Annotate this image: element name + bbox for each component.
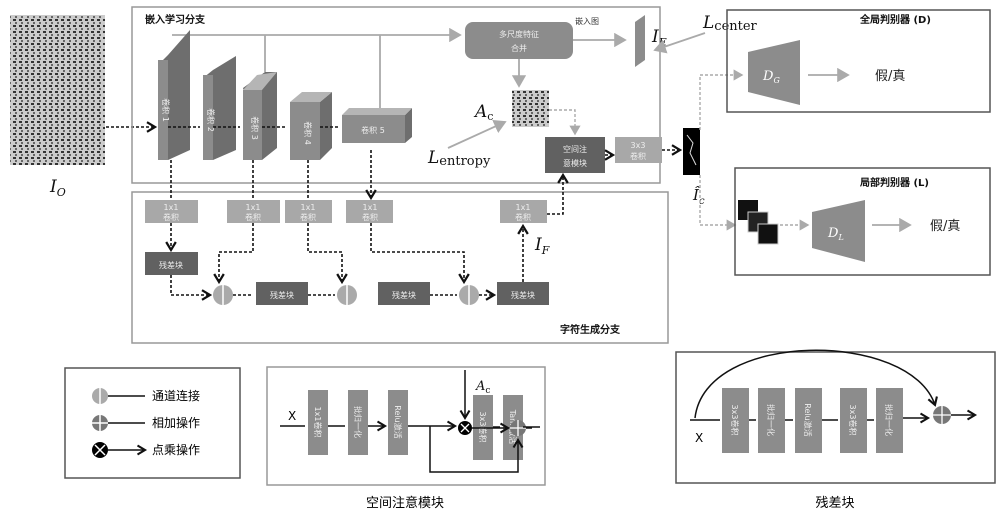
global-d-result: 假/真 — [875, 69, 905, 84]
svg-text:1x1: 1x1 — [363, 203, 378, 212]
resblock-caption: 残差块 — [815, 496, 854, 511]
embed-branch-frame — [131, 6, 661, 184]
svg-text:卷积: 卷积 — [245, 212, 261, 222]
svg-text:残差块: 残差块 — [511, 290, 535, 300]
svg-text:残差块: 残差块 — [159, 260, 183, 270]
global-discriminator-net — [748, 40, 800, 105]
concat-nodes — [213, 285, 479, 305]
svg-text:1x1: 1x1 — [516, 203, 531, 212]
legend — [64, 367, 241, 479]
ie-label: IE — [651, 27, 667, 49]
local-discriminator-frame — [734, 167, 991, 276]
char-branch-frame — [131, 191, 669, 344]
if-label: IF — [534, 235, 550, 257]
conv1x1-blocks: 1x1卷积 1x1卷积 1x1卷积 1x1卷积 1x1卷积 — [145, 200, 547, 223]
svg-text:X: X — [695, 431, 703, 445]
local-d-title: 局部判别器 (L) — [859, 176, 929, 189]
svg-text:卷积: 卷积 — [515, 212, 531, 222]
svg-text:1x1: 1x1 — [246, 203, 261, 212]
svg-text:卷积 4: 卷积 4 — [303, 121, 313, 145]
resblock-blocks: 3x3卷积 批归一化 Relu激活 3x3卷积 批归一化 — [722, 388, 903, 453]
output-label: Îc — [692, 186, 705, 207]
svg-text:Relu激活: Relu激活 — [803, 403, 813, 436]
svg-text:3x3卷积: 3x3卷积 — [478, 412, 488, 443]
global-d-title: 全局判别器 (D) — [859, 13, 931, 26]
svg-text:1x1卷积: 1x1卷积 — [313, 407, 323, 438]
svg-text:1x1: 1x1 — [164, 203, 179, 212]
output-image — [683, 128, 700, 175]
input-image — [10, 15, 105, 165]
l-center-label: Lcenter — [702, 13, 758, 34]
svg-text:批归一化: 批归一化 — [766, 404, 776, 436]
spatial-attention-block — [545, 137, 605, 173]
residual-blocks: 残差块 残差块 残差块 残差块 — [145, 252, 549, 305]
conv-blocks: 卷积 1 卷积 2 卷积 3 卷积 4 卷积 5 — [158, 30, 412, 160]
embed-map-plane — [635, 15, 645, 67]
svg-text:多尺度特征: 多尺度特征 — [499, 29, 539, 39]
multi-scale-merge — [465, 22, 573, 59]
local-d-result: 假/真 — [930, 219, 960, 234]
svg-text:卷积: 卷积 — [300, 212, 316, 222]
svg-text:卷积 5: 卷积 5 — [361, 125, 385, 135]
svg-text:1x1: 1x1 — [301, 203, 316, 212]
sam-blocks: 1x1卷积 批归一化 Relu激活 3x3卷积 Tanh激活 — [308, 390, 523, 460]
svg-text:卷积 2: 卷积 2 — [206, 108, 216, 132]
embed-branch-title: 嵌入学习分支 — [145, 13, 206, 26]
svg-text:DG: DG — [762, 69, 780, 85]
svg-text:卷积: 卷积 — [362, 212, 378, 222]
svg-text:残差块: 残差块 — [270, 290, 294, 300]
input-label: IO — [49, 177, 66, 199]
svg-text:3x3卷积: 3x3卷积 — [848, 405, 858, 436]
svg-text:卷积 1: 卷积 1 — [161, 98, 171, 122]
attention-map-image — [512, 90, 549, 127]
svg-text:批归一化: 批归一化 — [884, 404, 894, 436]
embed-map-label: 嵌入图 — [575, 17, 599, 26]
sam-ac-label: Ac — [475, 379, 490, 396]
legend-add: 相加操作 — [152, 415, 200, 430]
ac-label: Ac — [473, 102, 493, 123]
legend-concat: 通道连接 — [152, 388, 200, 403]
local-discriminator-net — [812, 200, 865, 262]
svg-text:残差块: 残差块 — [392, 290, 416, 300]
resblock-frame — [675, 351, 996, 484]
svg-text:卷积: 卷积 — [163, 212, 179, 222]
svg-text:Relu激活: Relu激活 — [393, 405, 403, 438]
svg-text:批归一化: 批归一化 — [353, 406, 363, 438]
l-entropy-label: Lentropy — [427, 148, 491, 169]
global-discriminator-frame — [726, 9, 991, 113]
legend-multiply: 点乘操作 — [152, 442, 200, 457]
svg-text:卷积: 卷积 — [630, 151, 646, 161]
char-branch-title: 字符生成分支 — [560, 323, 621, 336]
svg-text:卷积 3: 卷积 3 — [250, 116, 260, 140]
sam-caption: 空间注意模块 — [366, 495, 444, 511]
svg-text:合并: 合并 — [511, 43, 527, 53]
local-patches — [738, 200, 779, 245]
svg-text:3x3: 3x3 — [631, 141, 646, 150]
svg-text:3x3卷积: 3x3卷积 — [730, 405, 740, 436]
conv3x3-block — [615, 137, 662, 163]
svg-text:意模块: 意模块 — [563, 158, 587, 168]
sam-frame — [266, 366, 546, 486]
svg-text:DL: DL — [827, 226, 844, 242]
svg-text:空间注: 空间注 — [563, 144, 587, 154]
svg-text:X: X — [288, 409, 296, 423]
